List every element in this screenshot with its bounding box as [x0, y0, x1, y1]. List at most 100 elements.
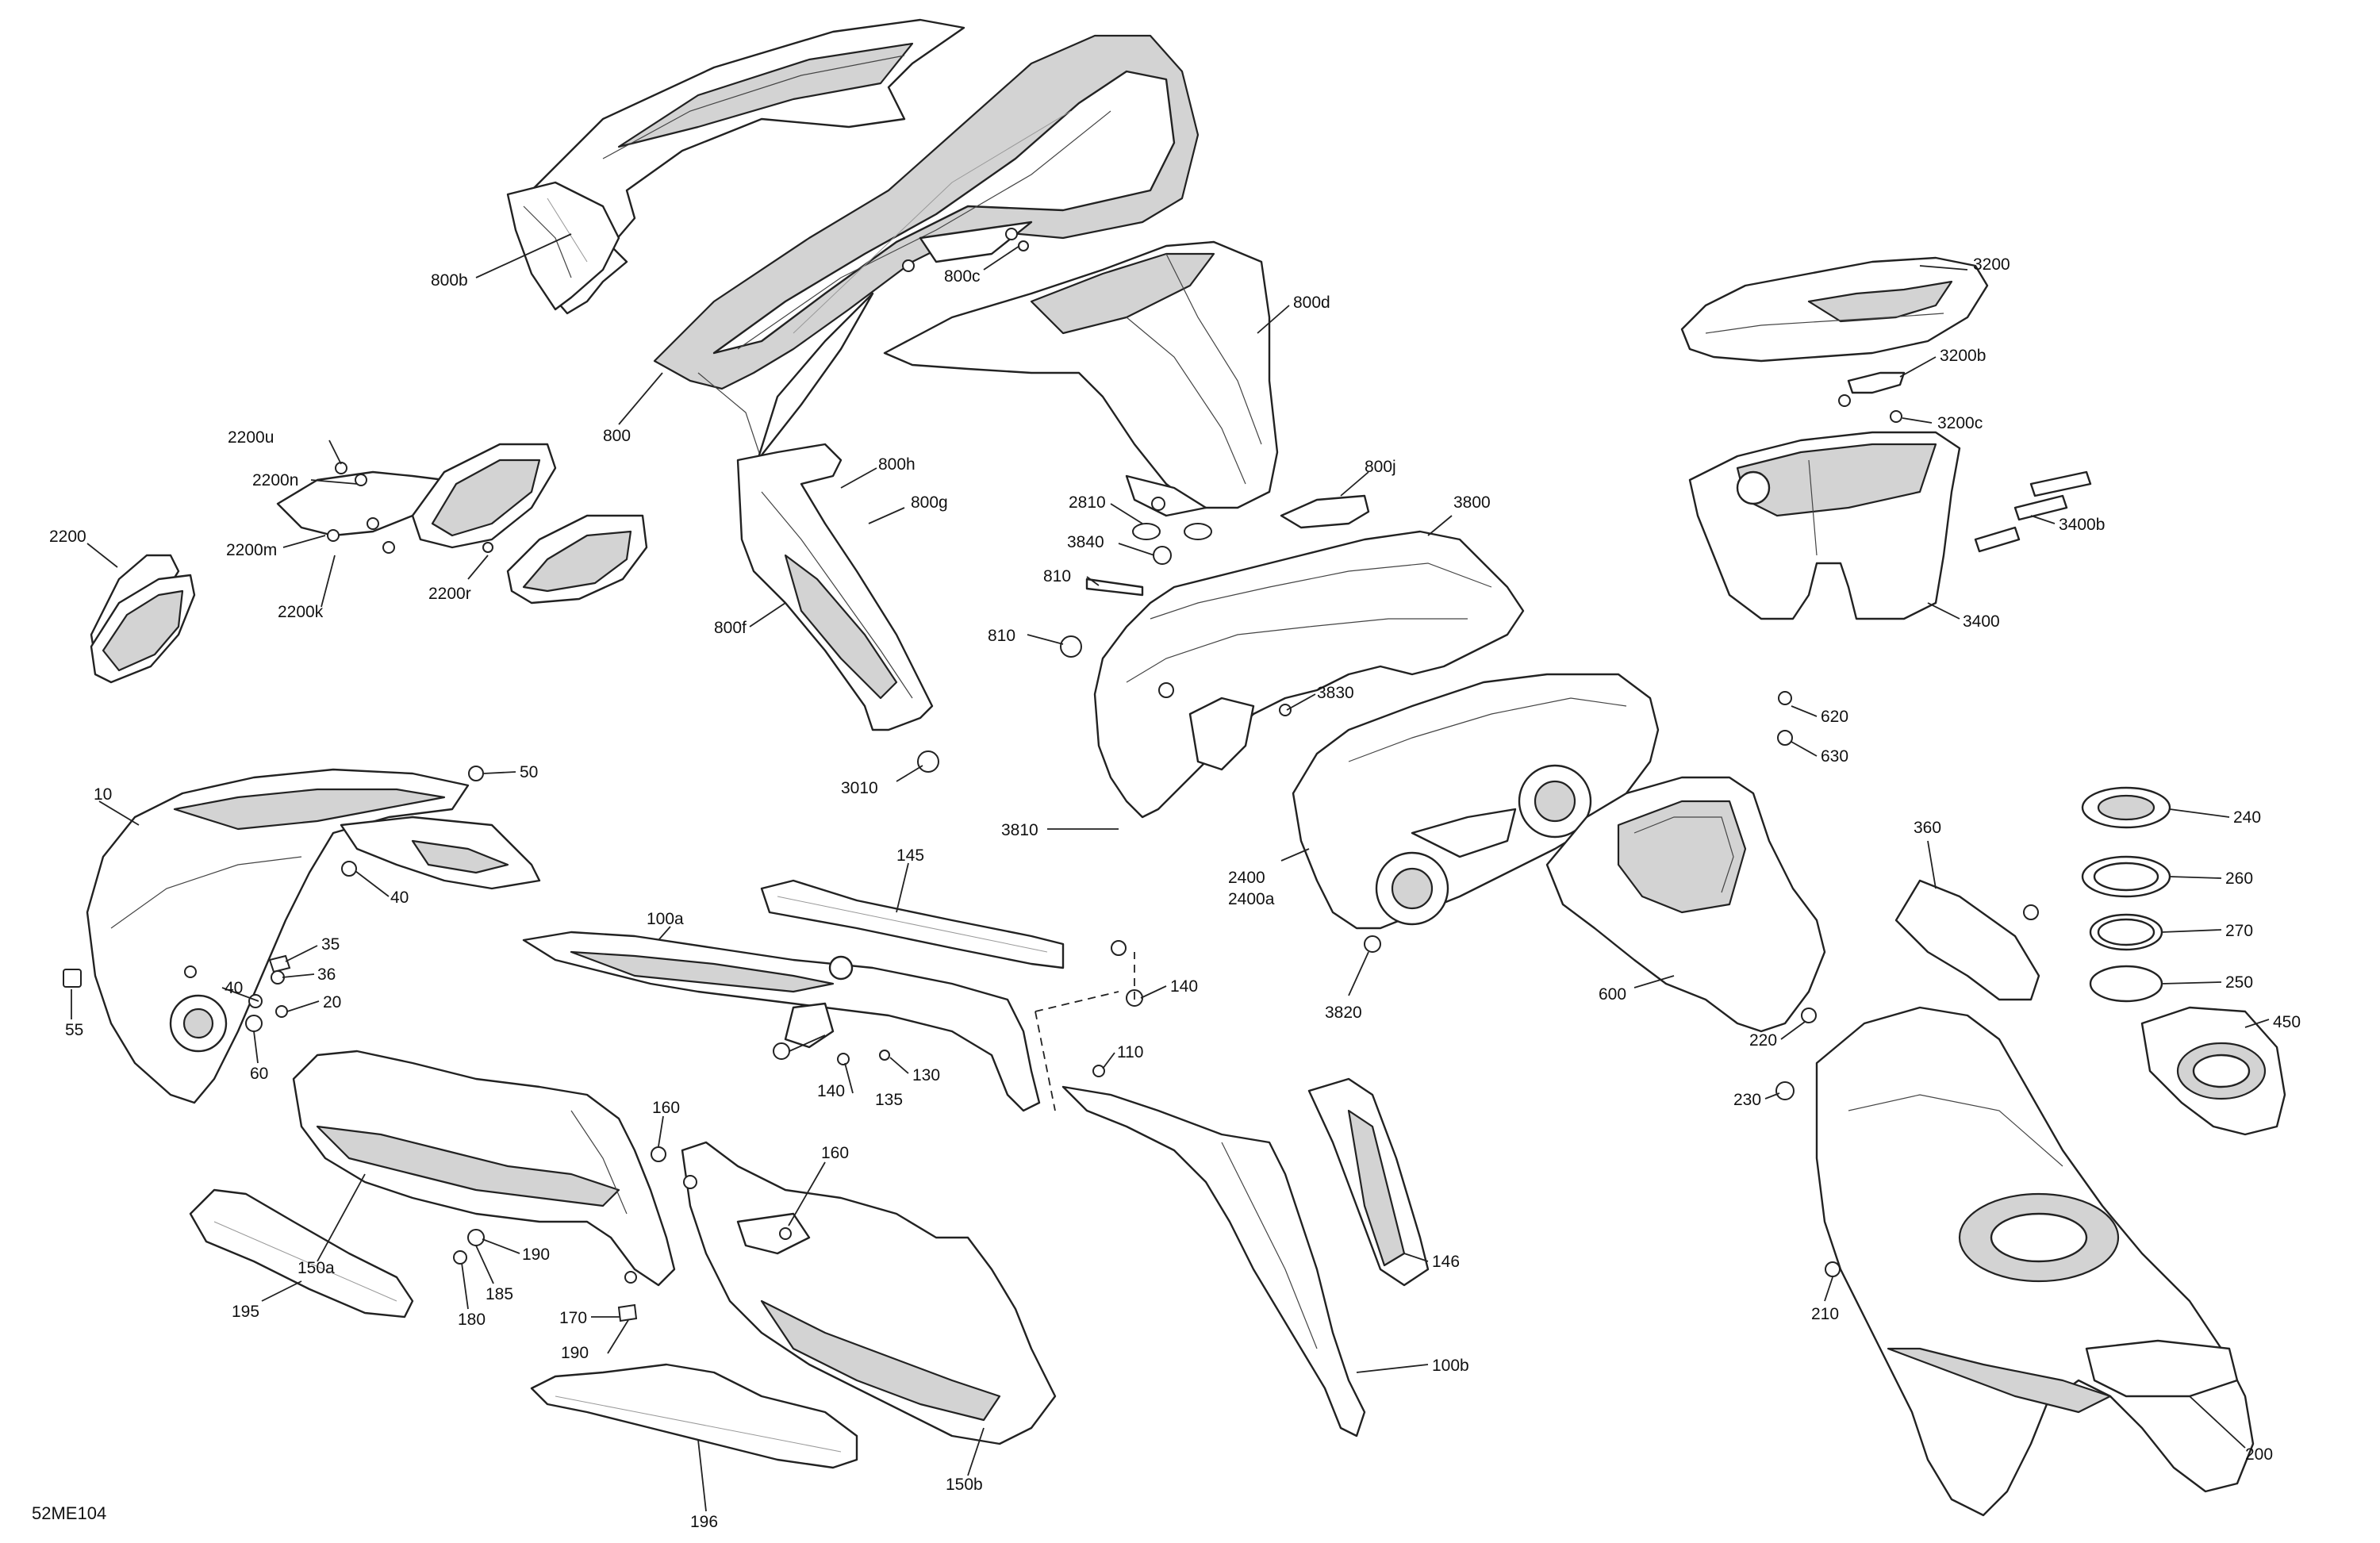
callout-260: 260: [2225, 869, 2253, 888]
diagram-reference-code: 52ME104: [32, 1503, 106, 1523]
callout-labels: 800b 800c 800d 800 800h 800g 800f 800j 2…: [32, 255, 2301, 1531]
leader-lines: [71, 233, 2270, 1512]
callout-190-bottom: 190: [561, 1344, 589, 1362]
callout-630: 630: [1821, 747, 1848, 766]
callout-800: 800: [603, 427, 631, 445]
callout-620: 620: [1821, 708, 1848, 726]
part-3800-bracket: [1060, 530, 1525, 819]
callout-800g: 800g: [911, 493, 948, 512]
callout-146: 146: [1432, 1253, 1460, 1271]
part-800-windshield: [653, 34, 1200, 462]
callout-55: 55: [65, 1021, 83, 1039]
callout-810-top: 810: [1043, 567, 1071, 585]
callout-3800: 3800: [1453, 493, 1491, 512]
part-196-lower-strip: [530, 1363, 858, 1469]
callout-2200n: 2200n: [252, 471, 298, 489]
callout-230: 230: [1733, 1091, 1761, 1109]
callout-3830: 3830: [1317, 684, 1354, 702]
part-270-seal: [2089, 913, 2163, 951]
callout-3820: 3820: [1325, 1004, 1362, 1022]
callout-800b: 800b: [431, 271, 468, 290]
callout-110: 110: [1117, 1043, 1143, 1061]
hardware-210: [1825, 1261, 1841, 1277]
part-195-lower-strip: [189, 1188, 414, 1318]
callout-170: 170: [559, 1309, 587, 1327]
callout-360: 360: [1914, 819, 1941, 837]
part-800f-side-strip: [736, 443, 934, 731]
hardware-220: [1801, 1008, 1817, 1023]
hardware-upper-middle: [902, 228, 1292, 773]
callout-3010: 3010: [841, 779, 878, 797]
callout-800f: 800f: [714, 619, 747, 637]
part-250-gasket: [2089, 965, 2163, 1003]
part-10-front-fairing: [63, 766, 541, 1104]
callout-2810: 2810: [1069, 493, 1106, 512]
part-200-rear-body: [1815, 1006, 2255, 1517]
part-260-ring: [2081, 855, 2171, 898]
callout-100b: 100b: [1432, 1357, 1469, 1375]
callout-800d: 800d: [1293, 294, 1330, 312]
part-145-strip: [760, 879, 1065, 969]
callout-3200c: 3200c: [1937, 414, 1983, 432]
callout-2200k: 2200k: [278, 603, 324, 621]
callout-2400a: 2400a: [1228, 890, 1275, 908]
callout-3400: 3400: [1963, 612, 2000, 631]
callout-3200b: 3200b: [1940, 347, 1986, 365]
part-3400-storage-bin: [1688, 431, 2092, 620]
callout-270: 270: [2225, 922, 2253, 940]
callout-2200u: 2200u: [228, 428, 274, 447]
callout-10: 10: [94, 785, 112, 804]
callout-2200: 2200: [49, 528, 86, 546]
part-240-cap: [2081, 786, 2171, 829]
callout-800h: 800h: [878, 455, 916, 474]
callout-200: 200: [2245, 1445, 2273, 1464]
callout-196: 196: [690, 1513, 718, 1531]
callout-600: 600: [1599, 985, 1626, 1004]
callout-190-top: 190: [522, 1246, 550, 1264]
callout-2200r: 2200r: [428, 585, 471, 603]
callout-140-right: 140: [1170, 977, 1198, 996]
part-360-bracket: [1894, 879, 2040, 1001]
part-150b-lower-panel: [617, 1141, 1057, 1445]
callout-20: 20: [323, 993, 341, 1011]
callout-185: 185: [486, 1285, 513, 1303]
callout-40-top: 40: [390, 889, 409, 907]
callout-150a: 150a: [298, 1259, 335, 1277]
part-2200-left-mirror: [90, 554, 196, 684]
callout-2200m: 2200m: [226, 541, 277, 559]
callout-140-left: 140: [817, 1082, 845, 1100]
hardware-230: [1775, 1081, 1795, 1100]
callout-50: 50: [520, 763, 538, 781]
part-800d-side-panel: [883, 240, 1279, 517]
part-100b-side-panel: [1061, 1077, 1430, 1437]
part-600-gauge-housing: [1545, 691, 1826, 1033]
part-800b-upper-fairing: [506, 18, 965, 315]
callout-160-left: 160: [652, 1099, 680, 1117]
callout-220: 220: [1749, 1031, 1777, 1050]
callout-210: 210: [1811, 1305, 1839, 1323]
callout-810-left: 810: [988, 627, 1015, 645]
callout-800j: 800j: [1365, 458, 1396, 476]
callout-3810: 3810: [1001, 821, 1038, 839]
callout-145: 145: [896, 846, 924, 865]
callout-160-right: 160: [821, 1144, 849, 1162]
callout-3200: 3200: [1973, 255, 2010, 274]
callout-3400b: 3400b: [2059, 516, 2105, 534]
callout-3840: 3840: [1067, 533, 1104, 551]
callout-150b: 150b: [946, 1476, 983, 1494]
callout-135: 135: [875, 1091, 903, 1109]
callout-60: 60: [250, 1065, 268, 1083]
part-3200-storage-lid: [1680, 256, 1989, 423]
part-800j-lens: [1280, 494, 1370, 529]
callout-36: 36: [317, 965, 336, 984]
callout-450: 450: [2273, 1013, 2301, 1031]
callout-35: 35: [321, 935, 340, 954]
callout-180: 180: [458, 1311, 486, 1329]
callout-800c: 800c: [944, 267, 981, 286]
callout-195: 195: [232, 1303, 259, 1321]
callout-100a: 100a: [647, 910, 684, 928]
part-150a-lower-panel: [292, 1050, 676, 1287]
part-450-housing: [2140, 1006, 2286, 1136]
callout-2400: 2400: [1228, 869, 1265, 887]
